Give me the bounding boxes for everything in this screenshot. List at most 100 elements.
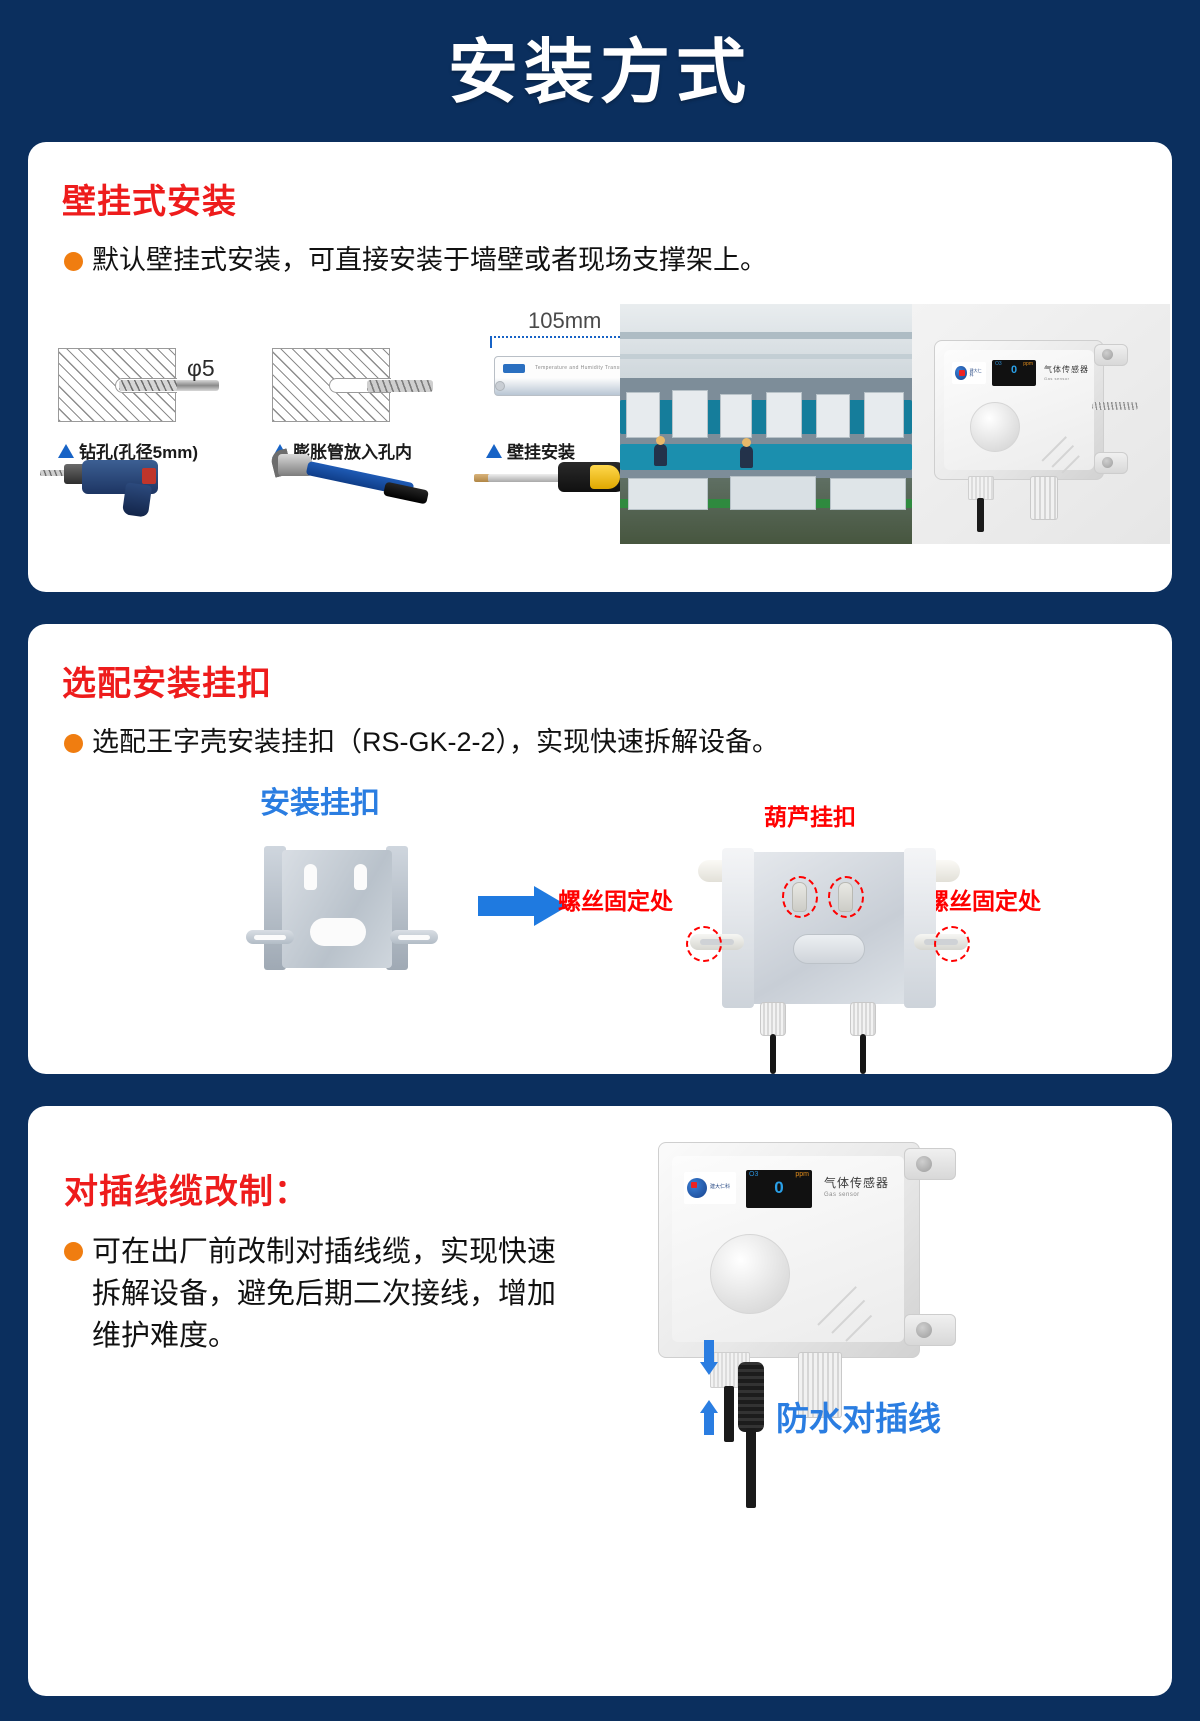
arrow-shaft <box>478 896 536 917</box>
assembly-cable-gland-right <box>850 1002 876 1037</box>
photo-machine <box>672 390 708 439</box>
assembly-left-fold <box>722 848 754 1009</box>
device-model-text: Temperature and Humidity Transmitter <box>535 365 635 372</box>
bullet-dot-icon <box>64 252 83 271</box>
assembled-bracket-device <box>686 838 970 1075</box>
sensor-unit-label: ppm <box>1023 361 1033 368</box>
sensor-cable-lower <box>746 1428 756 1508</box>
dimension-line <box>490 336 636 349</box>
assembly-right-fold <box>904 848 936 1009</box>
brand-name-text: 建大仁科 <box>710 1184 731 1191</box>
triangle-marker-icon <box>486 443 502 458</box>
callout-screw-right: 螺丝固定处 <box>926 888 1041 915</box>
sensor-antenna-spring <box>1092 402 1138 411</box>
cable-bullet: 可在出厂前改制对插线缆，实现快速拆解设备，避免后期二次接线，增加维护难度。 <box>64 1231 584 1357</box>
waterproof-connector-icon <box>738 1362 764 1432</box>
photo-bench <box>830 478 906 511</box>
bracket-plate <box>282 850 392 969</box>
process-arrow-icon <box>478 886 568 927</box>
highlight-circle-gourd-left <box>782 876 818 919</box>
assembly-center-oval <box>793 934 865 965</box>
sensor-brand-label: 建大仁科 <box>952 362 986 385</box>
device-logo-badge <box>503 364 525 374</box>
highlight-circle-screw-left <box>686 926 722 963</box>
device-knob-icon <box>495 381 505 392</box>
step-label-3: 壁挂安装 <box>486 438 656 463</box>
section-title-wall-mount: 壁挂式安装 <box>62 183 237 221</box>
bracket-label: 安装挂扣 <box>260 787 380 821</box>
photo-machine <box>816 394 850 439</box>
photo-ceiling <box>620 304 912 379</box>
section-cable-modification: 对插线缆改制： 可在出厂前改制对插线缆，实现快速拆解设备，避免后期二次接线，增加… <box>28 1106 1172 1696</box>
sensor-mount-hole <box>916 1156 932 1172</box>
bracket-keyhole <box>354 864 367 891</box>
callout-gourd-hook: 葫芦挂扣 <box>764 804 856 831</box>
arrow-head <box>534 886 568 927</box>
sensor-cable <box>724 1386 734 1442</box>
photo-worker-head <box>656 436 665 446</box>
photo-beam <box>620 354 912 360</box>
bracket-oval-slot <box>310 918 366 947</box>
bracket-bullet: 选配王字壳安装挂扣（RS-GK-2-2），实现快速拆解设备。 <box>64 723 1172 762</box>
bracket-illustration: 安装挂扣 葫芦挂扣 螺丝固定处 螺丝固定处 <box>28 768 1172 1075</box>
sensor-gas-filter <box>1030 476 1058 521</box>
photo-worker-head <box>742 438 751 448</box>
step-drill-hole: φ5 钻孔(孔径5mm) <box>58 304 228 463</box>
mounting-bracket-part <box>246 842 438 972</box>
tool-icons-row <box>40 446 656 518</box>
sensor-display-screen: O3 ppm 0 <box>746 1170 812 1208</box>
highlight-circle-gourd-right <box>828 876 864 919</box>
device-dimension-sketch: 105mm Temperature and Humidity Transmitt… <box>486 308 656 422</box>
section-optional-bracket: 选配安装挂扣 选配王字壳安装挂扣（RS-GK-2-2），实现快速拆解设备。 安装… <box>28 624 1172 1075</box>
wall-hatch-block-2 <box>272 348 433 423</box>
sensor-brand-label: 建大仁科 <box>684 1172 736 1204</box>
photo-machine <box>626 392 660 439</box>
device-outline-icon: Temperature and Humidity Transmitter <box>494 356 636 397</box>
sensor-unit-label: ppm <box>795 1171 809 1178</box>
photo-machine <box>720 394 752 439</box>
callout-screw-left: 螺丝固定处 <box>558 888 673 915</box>
section-title-cable: 对插线缆改制： <box>64 1173 309 1211</box>
screwdriver-icon-tip <box>474 474 490 483</box>
waterproof-cable-label: 防水对插线 <box>776 1400 941 1437</box>
sensor-round-knob <box>710 1234 790 1314</box>
drill-icon-handle <box>121 482 153 518</box>
photo-machine-row <box>620 444 912 471</box>
hammer-icon <box>269 446 442 518</box>
bracket-right-tab-hole <box>398 935 430 941</box>
section-title-bracket: 选配安装挂扣 <box>62 665 272 703</box>
bullet-dot-icon <box>64 734 83 753</box>
sensor-name-en: Gas sensor <box>1044 376 1070 382</box>
drill-icon-bit <box>40 470 70 477</box>
sensor-name-cn: 气体传感器 <box>824 1176 890 1190</box>
drill-icon-detail <box>142 468 156 485</box>
sensor-gas-type: O3 <box>749 1171 759 1178</box>
assembly-plate <box>734 852 924 1005</box>
drill-bit-thread <box>119 380 177 392</box>
gas-sensor-product-photo: 建大仁科 O3 ppm 0 气体传感器 Gas sensor <box>912 304 1170 545</box>
drill-bit-icon <box>119 380 219 392</box>
photo-machine <box>864 392 904 439</box>
arrow-down-icon <box>700 1340 718 1375</box>
wall-mount-bullet-text: 默认壁挂式安装，可直接安装于墙壁或者现场支撑架上。 <box>92 245 767 275</box>
sensor-mount-hole <box>1102 349 1113 361</box>
wall-mount-steps: φ5 钻孔(孔径5mm) 膨胀管放入孔内 <box>58 304 656 463</box>
arrow-up-tip <box>700 1400 718 1413</box>
step-label-1-text: 钻孔(孔径5mm) <box>79 443 199 463</box>
photo-bench <box>730 476 816 511</box>
arrow-up-icon <box>700 1400 718 1435</box>
bracket-assembled-view: 葫芦挂扣 螺丝固定处 螺丝固定处 <box>558 798 1041 1075</box>
dimension-annotation: 105mm <box>528 308 602 334</box>
cable-section-body: 对插线缆改制： 可在出厂前改制对插线缆，实现快速拆解设备，避免后期二次接线，增加… <box>28 1106 1172 1536</box>
step-label-3-text: 壁挂安装 <box>507 443 575 463</box>
cable-bullet-text: 可在出厂前改制对插线缆，实现快速拆解设备，避免后期二次接线，增加维护难度。 <box>92 1236 557 1353</box>
assembly-cable-left <box>770 1034 776 1075</box>
bracket-bullet-text: 选配王字壳安装挂扣（RS-GK-2-2），实现快速拆解设备。 <box>92 727 780 757</box>
hammer-icon-grip <box>383 481 429 505</box>
brand-logo-icon <box>687 1178 707 1198</box>
brand-logo-icon <box>955 366 967 381</box>
hammer-icon-head <box>278 454 312 477</box>
bracket-left-tab-hole <box>254 935 286 941</box>
triangle-marker-icon <box>58 443 74 458</box>
screwdriver-icon-grip-accent <box>590 465 620 490</box>
